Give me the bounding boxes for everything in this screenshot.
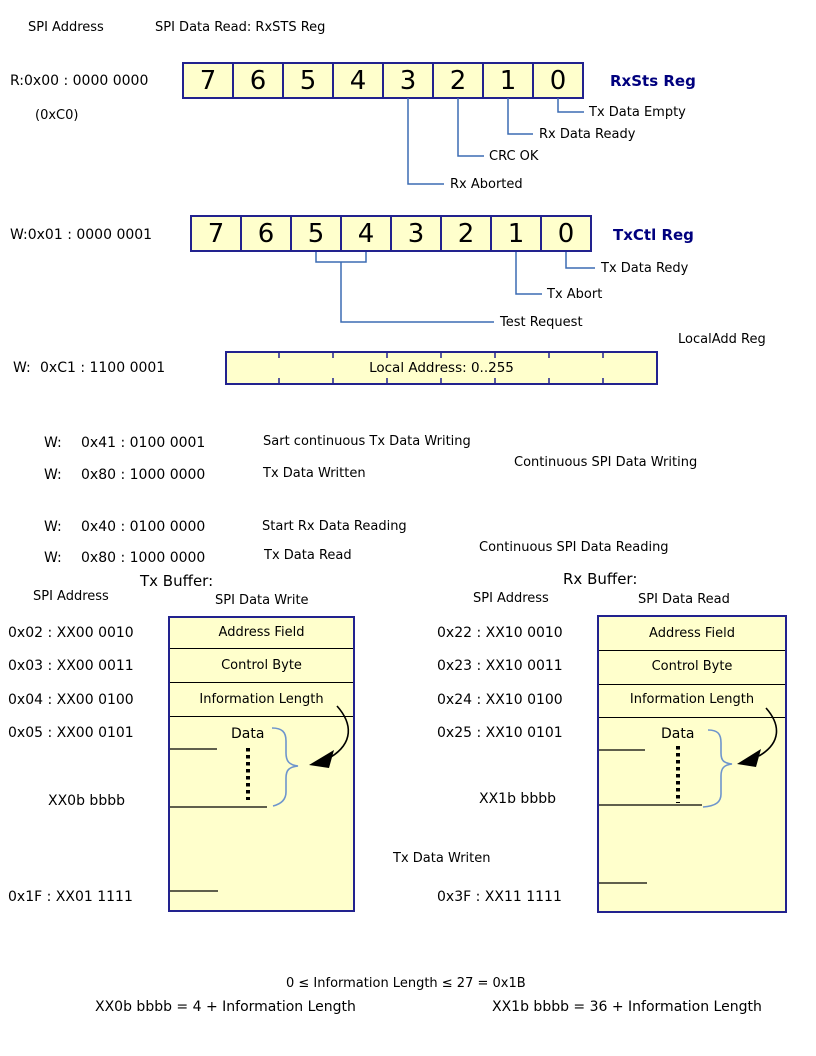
rx-row-separator bbox=[599, 717, 785, 718]
tx-buffer-title: Tx Buffer: bbox=[140, 572, 214, 590]
cmd2-value: 0x80 : 1000 0000 bbox=[81, 467, 206, 483]
tx-data-writen-note: Tx Data Writen bbox=[393, 851, 491, 866]
rxsts-hex: (0xC0) bbox=[35, 108, 79, 123]
tx-buffer-box: Address Field Control Byte Information L… bbox=[168, 616, 355, 912]
spi-address-header: SPI Address bbox=[28, 20, 104, 35]
rxsts-bit-0: 0 bbox=[532, 64, 582, 97]
txctl-bit-4: 4 bbox=[340, 217, 390, 250]
tx-addr-last: 0x1F : XX01 1111 bbox=[8, 889, 133, 905]
txctl-bit-3: 3 bbox=[390, 217, 440, 250]
cmd3-prefix: W: bbox=[44, 519, 62, 535]
rx-addr-row3: 0x24 : XX10 0100 bbox=[437, 692, 563, 708]
rxsts-name: RxSts Reg bbox=[610, 72, 696, 90]
tx-row-separator bbox=[170, 682, 353, 683]
callout-tx-abort: Tx Abort bbox=[547, 287, 603, 302]
txctl-address: W:0x01 : 0000 0001 bbox=[10, 227, 153, 243]
txctl-bit-0: 0 bbox=[540, 217, 590, 250]
rxsts-bit-7: 7 bbox=[199, 65, 217, 96]
tx-field-control: Control Byte bbox=[221, 658, 302, 673]
cmd1-prefix: W: bbox=[44, 435, 62, 451]
callout-rx-data-ready: Rx Data Ready bbox=[539, 127, 636, 142]
tx-buffer-addr-col: SPI Address bbox=[33, 589, 109, 604]
rx-buffer-box: Address Field Control Byte Information L… bbox=[597, 615, 787, 913]
rx-addr-row2: 0x23 : XX10 0011 bbox=[437, 658, 563, 674]
txctl-bit-7: 7 bbox=[207, 218, 225, 249]
rx-buffer-data-col: SPI Data Read bbox=[638, 592, 730, 607]
tx-addr-tail: XX0b bbbb bbox=[48, 793, 125, 809]
rxsts-bit-5: 5 bbox=[282, 64, 332, 97]
tx-addr-row4: 0x05 : XX00 0101 bbox=[8, 725, 134, 741]
continuous-write-note: Continuous SPI Data Writing bbox=[514, 455, 698, 470]
txctl-bit-6: 6 bbox=[240, 217, 290, 250]
tx-field-address: Address Field bbox=[218, 625, 305, 640]
rx-row-separator bbox=[599, 650, 785, 651]
tx-addr-row2: 0x03 : XX00 0011 bbox=[8, 658, 134, 674]
continuous-read-note: Continuous SPI Data Reading bbox=[479, 540, 669, 555]
tx-field-data: Data bbox=[231, 726, 265, 742]
txctl-register: 7 6 5 4 3 2 1 0 bbox=[190, 215, 592, 252]
tx-row-separator bbox=[170, 716, 353, 717]
rx-buffer-title: Rx Buffer: bbox=[563, 570, 638, 588]
rxsts-bit-2: 2 bbox=[432, 64, 482, 97]
cmd2-prefix: W: bbox=[44, 467, 62, 483]
rx-field-length: Information Length bbox=[629, 692, 755, 707]
rx-buffer-addr-col: SPI Address bbox=[473, 591, 549, 606]
rx-length-formula: XX1b bbbb = 36 + Information Length bbox=[492, 999, 762, 1015]
rx-addr-row4: 0x25 : XX10 0101 bbox=[437, 725, 563, 741]
tx-field-length: Information Length bbox=[199, 692, 324, 707]
rxsts-bit-1: 1 bbox=[482, 64, 532, 97]
localadd-name: LocalAdd Reg bbox=[678, 332, 766, 347]
localadd-field-label: Local Address: 0..255 bbox=[369, 360, 514, 376]
rx-addr-last: 0x3F : XX11 1111 bbox=[437, 889, 562, 905]
cmd1-value: 0x41 : 0100 0001 bbox=[81, 435, 206, 451]
rxsts-register: 7 6 5 4 3 2 1 0 bbox=[182, 62, 584, 99]
cmd4-prefix: W: bbox=[44, 550, 62, 566]
rxsts-bit-4: 4 bbox=[332, 64, 382, 97]
txctl-bit-1: 1 bbox=[490, 217, 540, 250]
rx-field-control: Control Byte bbox=[651, 659, 733, 674]
callout-crc-ok: CRC OK bbox=[489, 149, 539, 164]
localadd-register: Local Address: 0..255 bbox=[225, 351, 658, 385]
cmd4-value: 0x80 : 1000 0000 bbox=[81, 550, 206, 566]
rxsts-address: R:0x00 : 0000 0000 bbox=[10, 73, 149, 89]
localadd-prefix: W: bbox=[13, 360, 31, 376]
tx-addr-row3: 0x04 : XX00 0100 bbox=[8, 692, 134, 708]
tx-addr-row1: 0x02 : XX00 0010 bbox=[8, 625, 134, 641]
rxsts-bit-6: 6 bbox=[232, 64, 282, 97]
tx-row-separator bbox=[170, 648, 353, 649]
txctl-bit-5: 5 bbox=[290, 217, 340, 250]
localadd-address: 0xC1 : 1100 0001 bbox=[40, 360, 166, 376]
rxsts-bit-3: 3 bbox=[382, 64, 432, 97]
callout-tx-data-redy: Tx Data Redy bbox=[601, 261, 689, 276]
txctl-bit-2: 2 bbox=[440, 217, 490, 250]
callout-rx-aborted: Rx Aborted bbox=[450, 177, 523, 192]
txctl-name: TxCtl Reg bbox=[613, 226, 694, 244]
tx-length-formula: XX0b bbbb = 4 + Information Length bbox=[95, 999, 356, 1015]
cmd2-desc: Tx Data Written bbox=[263, 466, 366, 481]
cmd3-value: 0x40 : 0100 0000 bbox=[81, 519, 206, 535]
callout-test-request: Test Request bbox=[500, 315, 583, 330]
rx-row-separator bbox=[599, 684, 785, 685]
rx-field-data: Data bbox=[661, 726, 695, 742]
cmd3-desc: Start Rx Data Reading bbox=[262, 519, 407, 534]
tx-buffer-data-col: SPI Data Write bbox=[215, 593, 309, 608]
spi-data-read-header: SPI Data Read: RxSTS Reg bbox=[155, 20, 326, 35]
callout-tx-data-empty: Tx Data Empty bbox=[589, 105, 686, 120]
cmd4-desc: Tx Data Read bbox=[264, 548, 352, 563]
length-range-formula: 0 ≤ Information Length ≤ 27 = 0x1B bbox=[286, 976, 526, 991]
rx-field-address: Address Field bbox=[649, 626, 735, 641]
rx-addr-row1: 0x22 : XX10 0010 bbox=[437, 625, 563, 641]
rx-addr-tail: XX1b bbbb bbox=[479, 791, 556, 807]
cmd1-desc: Sart continuous Tx Data Writing bbox=[263, 434, 471, 449]
